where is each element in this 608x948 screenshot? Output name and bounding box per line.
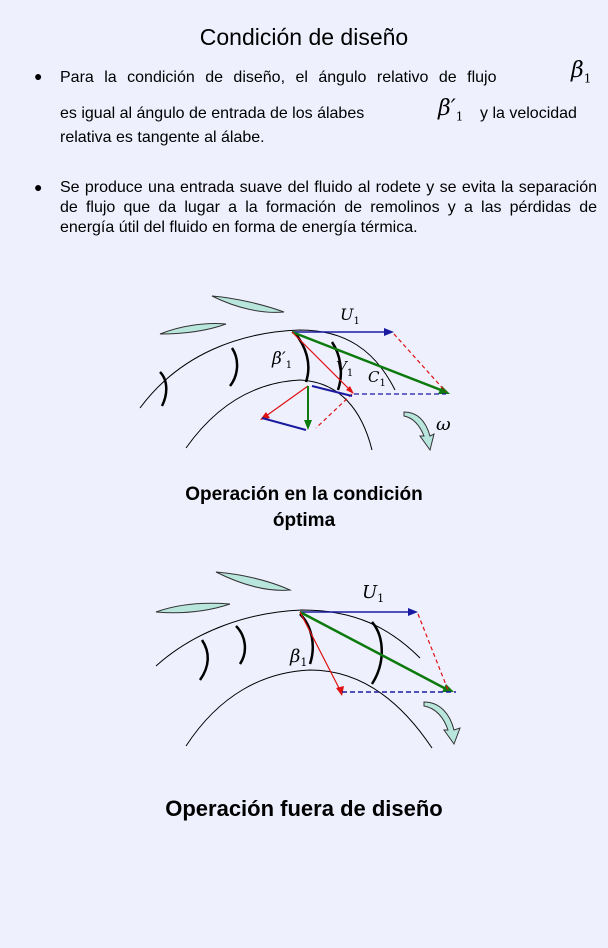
dashed-red <box>417 613 449 691</box>
omega-label: ω <box>436 414 451 435</box>
bullet-dot: ● <box>34 179 43 195</box>
v1-label: V1 <box>336 358 353 379</box>
caption-optimal: Operación en la condición óptima <box>185 484 423 531</box>
blade-shape <box>155 602 231 614</box>
bullet1-line2b: y la velocidad <box>480 105 577 122</box>
velocity-triangle-diagram-optimal: U1 β′1 V1 C1 ω <box>139 295 451 452</box>
bullet1-line3: relativa es tangente al álabe. <box>60 129 265 146</box>
beta1-label: β1 <box>289 646 307 669</box>
blue-short <box>311 385 353 397</box>
beta1-prime-label: β′1 <box>271 349 292 371</box>
blade-shape <box>215 571 292 591</box>
c1-vector <box>291 330 447 394</box>
bullet2-text: Se produce una entrada suave del fluido … <box>60 179 597 236</box>
vane <box>228 347 239 387</box>
vane <box>370 621 383 685</box>
vane <box>159 371 168 407</box>
lower-red <box>265 385 309 417</box>
dashed-red <box>393 333 447 393</box>
page-title: Condición de diseño <box>199 24 409 50</box>
rotor-outer-arc <box>139 329 396 409</box>
v1-vector <box>291 331 353 393</box>
blade-shape <box>211 295 285 313</box>
bullet-dot: ● <box>34 68 43 84</box>
dashed-red <box>315 393 353 429</box>
beta1-prime-symbol: β′1 <box>438 96 464 124</box>
vane <box>330 341 343 391</box>
u1-label: U1 <box>340 305 360 327</box>
beta1-symbol: β1 <box>571 58 592 86</box>
rotor-outer-arc <box>155 609 421 667</box>
rotation-arrow <box>403 411 435 452</box>
v1-vector <box>299 611 341 691</box>
bullet1-line1: Para la condición de diseño, el ángulo r… <box>60 68 560 88</box>
rotor-inner-arc <box>185 379 373 451</box>
lower-blue <box>261 417 307 431</box>
bullet1-text-line1: Para la condición de diseño, el ángulo r… <box>60 69 497 86</box>
rotation-arrow <box>423 701 461 746</box>
rotor-inner-arc <box>185 669 433 749</box>
u1-label: U1 <box>362 582 384 605</box>
vane <box>293 331 310 383</box>
blade-shape <box>159 323 227 335</box>
bullet1-line2a: es igual al ángulo de entrada de los ála… <box>60 105 365 122</box>
vane <box>235 625 247 665</box>
c1-vector <box>299 610 449 692</box>
velocity-triangle-diagram-offdesign: U1 β1 <box>155 571 461 749</box>
c1-label: C1 <box>368 368 386 389</box>
vane <box>198 639 209 681</box>
caption-offdesign: Operación fuera de diseño <box>165 796 443 821</box>
